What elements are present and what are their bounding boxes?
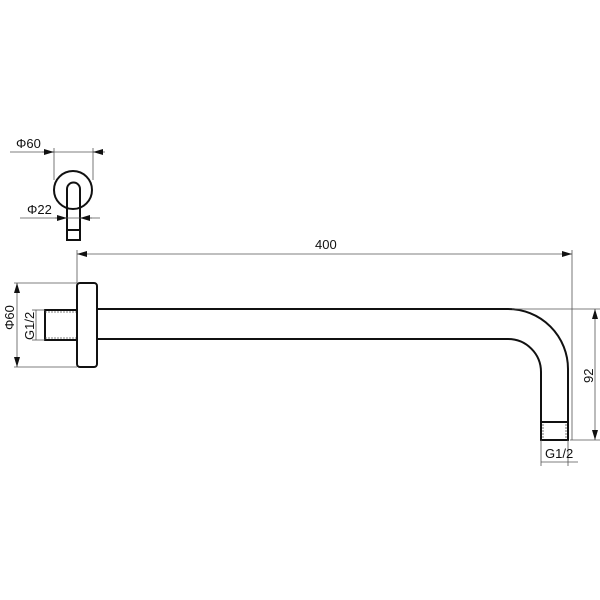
flange-diameter-label: Φ60 <box>2 305 17 330</box>
outlet-thread-label: G1/2 <box>545 446 573 461</box>
side-view: 400 92 G1/2 Φ60 G1/2 <box>2 237 600 466</box>
flange-circle <box>53 170 93 210</box>
top-view: Φ60 Φ22 <box>10 136 105 241</box>
top-outer-diameter-label: Φ60 <box>16 136 41 151</box>
wall-flange <box>76 282 98 368</box>
height-label: 92 <box>581 369 596 383</box>
arm-pipe <box>97 308 569 422</box>
length-label: 400 <box>315 237 337 252</box>
outlet-thread <box>540 421 569 441</box>
wall-thread <box>44 309 78 341</box>
wall-thread-label: G1/2 <box>22 312 37 340</box>
outlet-nozzle <box>66 229 81 241</box>
arm-stem <box>66 181 81 230</box>
top-pipe-diameter-label: Φ22 <box>27 202 52 217</box>
